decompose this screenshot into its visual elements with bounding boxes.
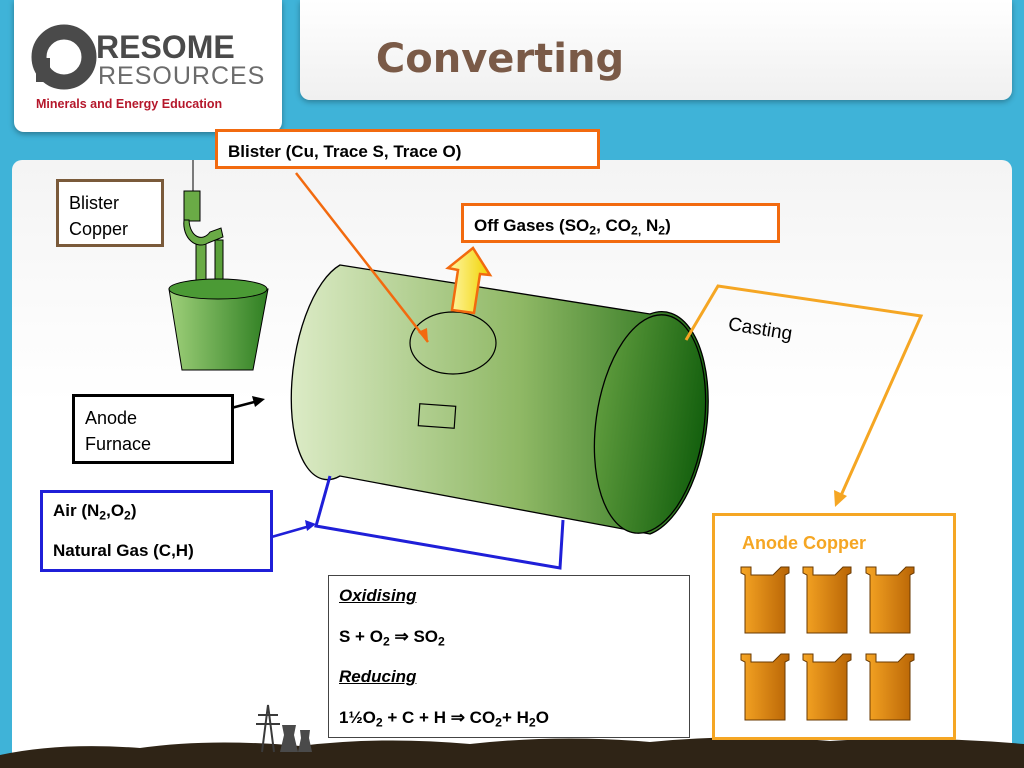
oxidising-heading: Oxidising <box>339 586 417 605</box>
furnace-tuyere-port <box>417 403 457 429</box>
furnace-mouth <box>409 311 497 375</box>
anode-moulds <box>740 566 915 721</box>
title-bar <box>300 0 1012 100</box>
air-label: Air (N2,O2) <box>53 501 137 523</box>
reducing-heading: Reducing <box>339 667 417 686</box>
casting-path <box>684 284 924 501</box>
air-pointer <box>267 524 311 540</box>
blister-output-label: Blister (Cu, Trace S, Trace O) <box>228 142 462 161</box>
ground-silhouette <box>0 737 1024 768</box>
blister-output-label-box: Blister (Cu, Trace S, Trace O) <box>215 129 600 169</box>
logo-card: RESOME RESOURCES Minerals and Energy Edu… <box>14 0 282 132</box>
power-pylon <box>256 704 280 753</box>
casting-arrowhead <box>834 490 847 507</box>
oxidising-equation: S + O2 ⇒ SO2 <box>339 627 445 649</box>
reactions-box: Oxidising S + O2 ⇒ SO2 Reducing 1½O2 + C… <box>328 575 690 738</box>
natural-gas-label: Natural Gas (C,H) <box>53 541 194 560</box>
slide-title: Converting <box>375 36 625 82</box>
cooling-towers <box>280 725 312 752</box>
logo-brand-line2: RESOURCES <box>98 62 265 90</box>
reducing-equation: 1½O2 + C + H ⇒ CO2+ H2O <box>339 708 549 730</box>
furnace-end-cap <box>593 314 707 534</box>
off-gases-label-box: Off Gases (SO2, CO2, N2) <box>461 203 780 243</box>
anode-copper-box: Anode Copper <box>712 513 956 740</box>
orresome-logo: RESOME RESOURCES Minerals and Energy Edu… <box>31 24 265 111</box>
logo-tagline: Minerals and Energy Education <box>36 97 222 111</box>
anode-copper-label: Anode Copper <box>742 533 866 553</box>
blister-copper-ladle <box>168 160 269 371</box>
logo-brand-line1: RESOME <box>96 29 235 65</box>
off-gas-up-arrow <box>445 246 493 315</box>
air-gas-label-box: Air (N2,O2) Natural Gas (C,H) <box>40 490 273 572</box>
anode-furnace-vessel <box>290 264 709 535</box>
air-injection-bracket <box>314 475 565 570</box>
off-gases-label: Off Gases (SO2, CO2, N2) <box>474 216 671 238</box>
blister-pointer-arrow <box>295 172 429 343</box>
